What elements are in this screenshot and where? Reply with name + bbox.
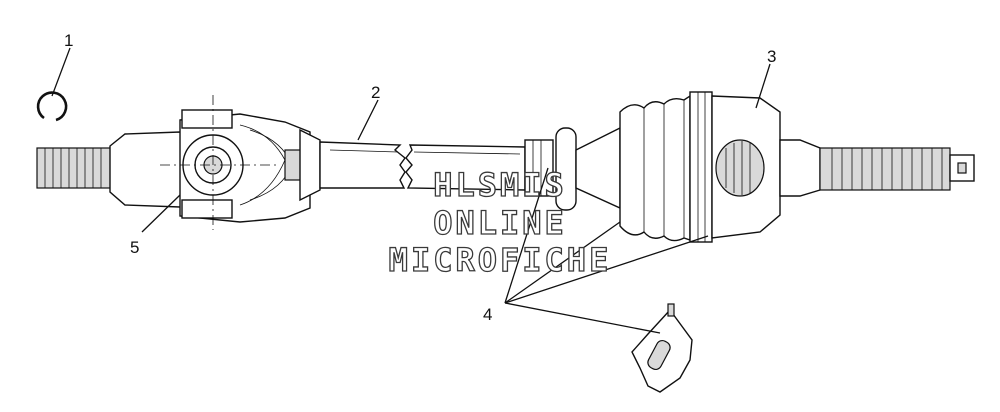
watermark-line-1: HLSMIS	[433, 166, 567, 204]
universal-joint	[109, 95, 321, 230]
callout-5: 5	[130, 238, 139, 257]
callout-4: 4	[483, 305, 492, 324]
callout-3: 3	[767, 47, 776, 66]
leader-lines	[51, 47, 771, 334]
watermark-line-3: MICROFICHE	[389, 241, 612, 279]
watermark-line-2: ONLINE	[433, 204, 567, 242]
outer-spline-shaft	[819, 147, 975, 191]
boot-clamp-small	[524, 127, 577, 211]
cv-joint-housing	[711, 95, 821, 239]
cv-boot	[575, 91, 713, 243]
callout-2: 2	[371, 83, 380, 102]
snap-ring	[36, 91, 68, 122]
inner-spline-stub	[36, 147, 113, 189]
callout-1: 1	[64, 31, 73, 50]
boot-clamp-detail	[631, 303, 693, 393]
